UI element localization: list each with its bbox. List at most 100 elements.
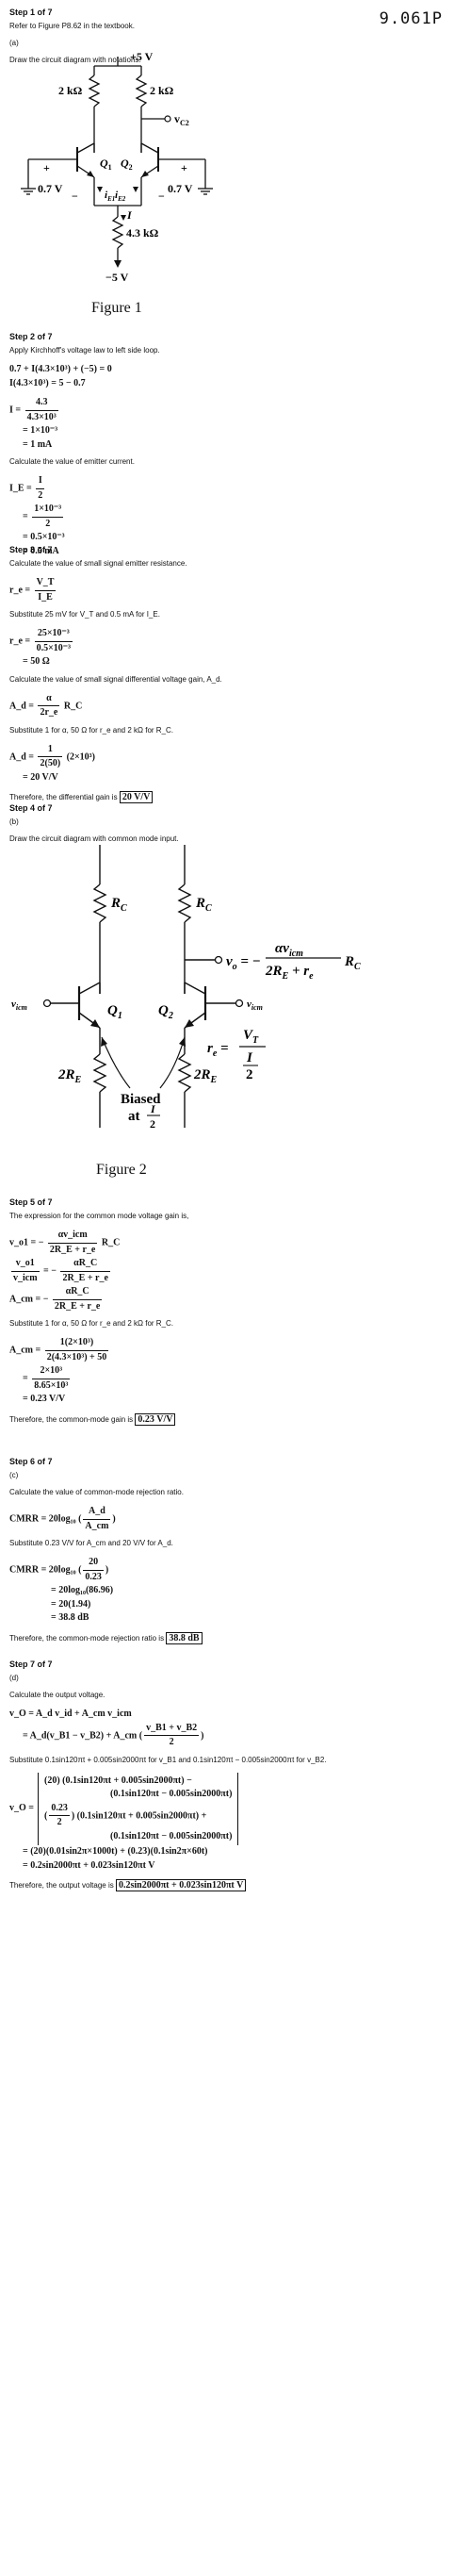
rc-left-resistor — [88, 74, 101, 107]
biased-label: Biased — [121, 1092, 161, 1107]
svg-text:iE1: iE1 — [105, 190, 115, 203]
eq-vo-4: = (20)(0.01sin2π×1000t) + (0.23)(0.1sin2… — [23, 1846, 208, 1857]
cmrr-text: Calculate the value of common-mode rejec… — [9, 1488, 184, 1496]
substitute-text: Substitute 0.1sin120πt + 0.005sin2000πt … — [9, 1755, 327, 1764]
substitute-text: Substitute 25 mV for V_T and 0.5 mA for … — [9, 610, 160, 619]
re-left: 2R — [57, 1067, 75, 1082]
eq-current-3: = 1 mA — [23, 438, 53, 450]
rc-left-sub: C — [121, 903, 127, 914]
figure-1-circuit: +5 V 2 kΩ 2 kΩ vC2 Q1 Q2 + 0.7 V + 0.7 V… — [21, 50, 213, 284]
ie2-label: i — [115, 190, 119, 201]
svg-text:Q2: Q2 — [121, 157, 133, 172]
at-label: at — [128, 1109, 140, 1124]
substitute-text: Substitute 1 for α, 50 Ω for r_e and 2 k… — [9, 1319, 173, 1328]
eq-vo-big: v_O = (20) (0.1sin120πt + 0.005sin2000πt… — [9, 1772, 443, 1845]
rc-right-sub: C — [205, 903, 212, 914]
step-2: Step 2 of 7 Apply Kirchhoff's voltage la… — [9, 332, 443, 558]
at-den: 2 — [150, 1117, 155, 1131]
vicm-right-terminal — [235, 999, 244, 1008]
svg-text:2RE: 2RE — [57, 1067, 82, 1085]
rc-left-resistor — [92, 883, 107, 923]
vo-terminal — [214, 955, 223, 965]
eq-acm-2: A_cm = 1(2×10³)2(4.3×10³) + 50 — [9, 1337, 109, 1362]
eq-vo-5: = 0.2sin2000πt + 0.023sin120πt V — [23, 1859, 155, 1871]
re-eq-num-sub: T — [252, 1035, 259, 1046]
re-eq-den-den: 2 — [246, 1067, 253, 1082]
result-line: Therefore, the common-mode gain is 0.23 … — [9, 1412, 443, 1427]
vcc-label: +5 V — [130, 50, 154, 63]
vo-num: αv — [275, 941, 289, 956]
emitter-text: Calculate the value of emitter current. — [9, 457, 135, 466]
part-label: (b) — [9, 817, 19, 826]
rc-left-label: 2 kΩ — [58, 84, 83, 97]
ie2-sub: E2 — [117, 195, 126, 203]
re-resistor — [111, 216, 124, 249]
eq-cmrr-4: = 20(1.94) — [51, 1598, 91, 1610]
step-label: Step 4 of 7 — [9, 803, 53, 813]
rc-left-label: R — [110, 896, 121, 911]
plus-left: + — [43, 161, 50, 174]
part-label: (d) — [9, 1674, 19, 1682]
re-left-sub: E — [74, 1075, 82, 1085]
minus-right: − — [158, 190, 165, 203]
vee-label: −5 V — [105, 271, 129, 284]
svg-text:RC: RC — [110, 896, 127, 914]
step-label: Step 6 of 7 — [9, 1457, 53, 1466]
vicm-right: v — [247, 999, 251, 1010]
vo-tail-sub: C — [354, 962, 361, 972]
part-label: (c) — [9, 1471, 19, 1479]
svg-text:2RE + re: 2RE + re — [265, 964, 314, 982]
vc2-sub: C2 — [180, 119, 189, 127]
re-right-resistor — [177, 1053, 192, 1093]
q2-sub: 2 — [168, 1011, 173, 1021]
result-line: Therefore, the common-mode rejection rat… — [9, 1631, 443, 1645]
rc-right-label: 2 kΩ — [150, 84, 174, 97]
svg-text:Q2: Q2 — [158, 1003, 173, 1021]
re-eq-lhs-sub: e — [213, 1049, 218, 1059]
minus-left: − — [72, 190, 78, 203]
eq-vo: v_O = A_d v_id + A_cm v_icm — [9, 1709, 132, 1719]
re-eq-den-num: I — [246, 1050, 253, 1065]
svg-text:VT: VT — [243, 1028, 259, 1046]
vc2-terminal — [164, 115, 171, 123]
step-label: Step 1 of 7 — [9, 8, 53, 17]
step-label: Step 5 of 7 — [9, 1197, 53, 1207]
svg-text:Q1: Q1 — [100, 157, 112, 172]
eq-cmrr-3: = 20log₁₀(86.96) — [51, 1585, 114, 1595]
vo-text: Calculate the output voltage. — [9, 1691, 105, 1699]
svg-text:vicm: vicm — [11, 999, 27, 1012]
svg-text:vo = −: vo = − — [226, 954, 261, 972]
eq-current-2: = 1×10⁻³ — [23, 425, 58, 436]
substitute-text: Substitute 0.23 V/V for A_cm and 20 V/V … — [9, 1539, 173, 1547]
step-3: Step 3 of 7 Calculate the value of small… — [9, 545, 443, 812]
substitute-text: Substitute 1 for α, 50 Ω for r_e and 2 k… — [9, 725, 173, 735]
step-5: Step 5 of 7 The expression for the commo… — [9, 1197, 443, 1433]
svg-text:iE2: iE2 — [115, 190, 126, 203]
figure-2-circuit: RC RC vo = − αvicm 2RE + re RC vicm Q1 v… — [11, 845, 361, 1131]
step-label: Step 3 of 7 — [9, 545, 53, 554]
q2-sub: 2 — [129, 163, 133, 172]
eq-cmrr-5: = 38.8 dB — [51, 1612, 89, 1623]
vo-label: v — [226, 954, 233, 969]
q1-label: Q — [100, 157, 108, 170]
plus-right: + — [181, 161, 187, 174]
q1-sub: 1 — [108, 163, 112, 172]
problem-id: 9.061P — [379, 9, 443, 28]
vbe-left: 0.7 V — [38, 182, 63, 195]
re-text: Calculate the value of small signal emit… — [9, 559, 187, 568]
step-1: Step 1 of 7 Refer to Figure P8.62 in the… — [9, 8, 443, 73]
eq-kvl-2: I(4.3×10³) = 5 − 0.7 — [9, 377, 86, 388]
re-right: 2R — [193, 1067, 211, 1082]
q1-sub: 1 — [118, 1011, 122, 1021]
acm-text: The expression for the common mode volta… — [9, 1212, 189, 1220]
step-4: Step 4 of 7 (b) Draw the circuit diagram… — [9, 803, 443, 851]
